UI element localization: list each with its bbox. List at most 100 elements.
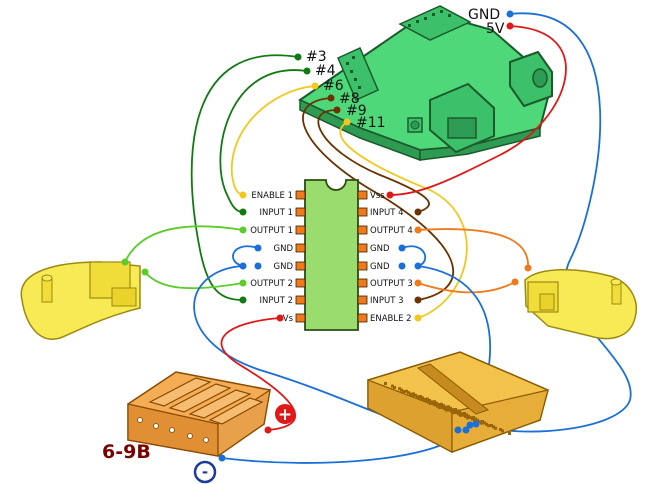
- breadboard-hole: [451, 408, 454, 412]
- chip-pin-right: [357, 225, 368, 235]
- breadboard-hole: [400, 388, 403, 392]
- breadboard-hole: [398, 387, 401, 391]
- breadboard-hole: [452, 411, 455, 415]
- breadboard-hole: [434, 403, 437, 407]
- breadboard-hole: [419, 395, 422, 398]
- arduino-pin-label-9: #9: [346, 103, 367, 119]
- breadboard-hole: [440, 402, 443, 406]
- chip-pin-label-right: OUTPUT 3: [370, 279, 413, 289]
- wire-5v-vss: [389, 25, 567, 196]
- breadboard-hole: [487, 424, 490, 428]
- breadboard-hole: [449, 406, 452, 410]
- breadboard-hole: [442, 404, 445, 408]
- arduino-pin-label-8: #8: [339, 91, 360, 107]
- chip-pin-label-right: INPUT 4: [370, 208, 404, 218]
- breadboard-hole: [418, 396, 421, 400]
- arduino-board: [297, 5, 554, 162]
- chip-pin-left: [295, 207, 306, 217]
- breadboard-hole: [460, 412, 463, 416]
- chip-pin-label-right: Vss: [370, 191, 385, 201]
- breadboard-hole: [409, 392, 412, 396]
- wire-pin6-enable1: [230, 85, 316, 196]
- breadboard-hole: [437, 403, 440, 406]
- breadboard-hole: [430, 400, 433, 404]
- breadboard-hole: [443, 407, 446, 411]
- chip-pin-label-right: ENABLE 2: [370, 314, 412, 324]
- breadboard-hole: [478, 420, 481, 424]
- chip-pin-right: [357, 278, 368, 288]
- breadboard-hole: [436, 404, 439, 408]
- breadboard-hole: [473, 419, 476, 422]
- breadboard-hole: [414, 393, 417, 397]
- chip-pin-label-left: ENABLE 1: [251, 191, 293, 201]
- breadboard-hole: [499, 428, 502, 431]
- wire-output3-motor-right: [417, 281, 516, 294]
- wire-gnd-right-loop: [401, 245, 427, 267]
- breadboard-hole: [391, 384, 394, 388]
- chip-pin-left: [295, 278, 306, 288]
- breadboard-hole: [433, 400, 436, 404]
- breadboard-hole: [444, 405, 447, 409]
- breadboard-hole: [407, 391, 410, 395]
- breadboard-hole: [426, 397, 429, 401]
- breadboard-hole: [445, 408, 448, 412]
- chip-pin-right: [357, 243, 368, 253]
- breadboard-hole: [462, 413, 465, 417]
- motor-right: [524, 269, 637, 340]
- chip-pin-left: [295, 295, 306, 305]
- chip-pin-label-right: GND: [370, 244, 390, 254]
- wire-pin3-input2: [190, 54, 299, 301]
- breadboard-hole: [448, 408, 451, 412]
- arduino-pin-label-11: #11: [356, 115, 386, 131]
- breadboard-hole: [455, 411, 458, 414]
- breadboard-hole: [494, 426, 497, 430]
- breadboard-hole: [459, 413, 462, 417]
- breadboard-hole: [490, 424, 493, 427]
- breadboard-hole: [483, 421, 486, 425]
- wire-pin11-enable2: [339, 121, 468, 319]
- breadboard-hole: [428, 399, 431, 402]
- breadboard-hole: [480, 421, 483, 425]
- breadboard-hole: [393, 386, 396, 389]
- breadboard-hole: [425, 399, 428, 403]
- breadboard-hole: [402, 390, 405, 393]
- wire-vs-battery-plus: [220, 317, 297, 431]
- chip-pin-left: [295, 243, 306, 253]
- svg-text:+: +: [278, 405, 292, 425]
- chip-pin-label-left: Vs: [283, 314, 294, 324]
- breadboard: [367, 351, 549, 453]
- breadboard-hole: [481, 420, 484, 423]
- arduino-pin-label-3: #3: [306, 49, 327, 65]
- breadboard-hole: [463, 412, 466, 415]
- breadboard-hole: [464, 415, 467, 418]
- breadboard-hole: [454, 408, 457, 411]
- chip-pin-left: [295, 190, 306, 200]
- chip-pin-label-left: INPUT 2: [259, 296, 293, 306]
- svg-text:-: -: [202, 463, 208, 481]
- breadboard-hole: [411, 394, 414, 397]
- breadboard-hole: [467, 414, 470, 418]
- chip-pin-right: [357, 190, 368, 200]
- battery-holder: [127, 371, 271, 458]
- breadboard-hole: [457, 412, 460, 416]
- wire-output2-motor-left: [144, 271, 244, 290]
- breadboard-hole: [427, 400, 430, 404]
- chip-pin-left: [295, 225, 306, 235]
- breadboard-hole: [441, 405, 444, 409]
- chip-pin-right: [357, 313, 368, 323]
- minus-icon: -: [193, 460, 217, 484]
- arduino-pin-label-4: #4: [315, 63, 336, 79]
- breadboard-hole: [458, 410, 461, 414]
- battery-voltage-label: 6-9B: [102, 441, 151, 463]
- arduino-pin-label-6: #6: [323, 78, 344, 94]
- wire-output4-motor-right: [417, 228, 529, 269]
- breadboard-hole: [471, 417, 474, 421]
- breadboard-hole: [476, 418, 479, 422]
- arduino-gnd-label: GND: [468, 7, 500, 23]
- breadboard-hole: [469, 416, 472, 420]
- wire-pin4-input1: [219, 69, 308, 213]
- breadboard-hole: [412, 392, 415, 396]
- wire-pin8-input3: [302, 97, 454, 301]
- breadboard-hole: [447, 405, 450, 409]
